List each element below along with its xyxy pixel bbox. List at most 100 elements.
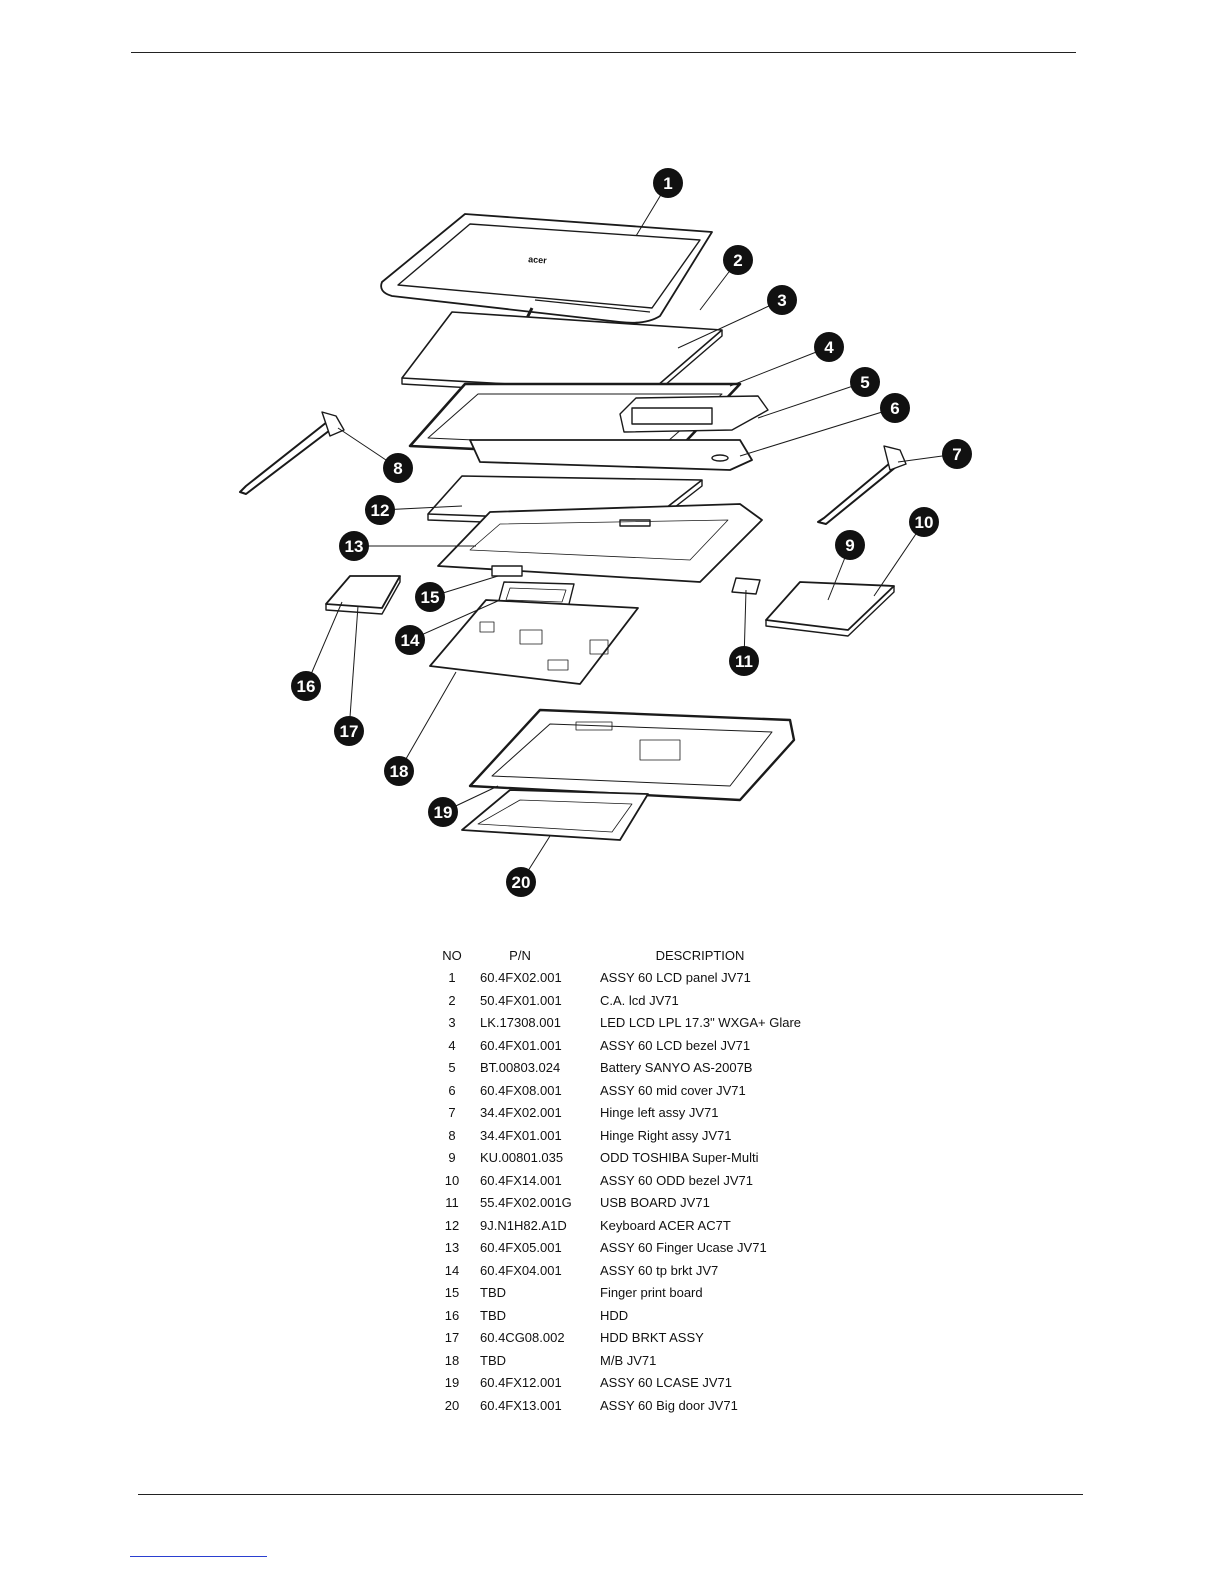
- mid-cover: [469, 439, 753, 471]
- header-description: DESCRIPTION: [655, 947, 745, 963]
- row-no: 11: [445, 1195, 459, 1211]
- svg-text:3: 3: [777, 291, 786, 310]
- row-description: ODD TOSHIBA Super-Multi: [600, 1150, 759, 1166]
- row-part-number: 60.4FX12.001: [480, 1375, 562, 1391]
- callout-18: 18: [384, 756, 414, 786]
- table-row: 10 60.4FX14.001 ASSY 60 ODD bezel JV71: [424, 1169, 816, 1192]
- callout-7: 7: [942, 439, 972, 469]
- row-part-number: TBD: [480, 1307, 506, 1323]
- callout-3: 3: [767, 285, 797, 315]
- hinge-left: [817, 445, 907, 525]
- row-part-number: 60.4FX04.001: [480, 1262, 562, 1278]
- callout-15: 15: [415, 582, 445, 612]
- svg-text:16: 16: [297, 677, 316, 696]
- row-no: 2: [448, 992, 456, 1008]
- upper-case: [437, 503, 763, 583]
- row-no: 13: [444, 1240, 460, 1256]
- lcd-panel-cover: acer: [380, 213, 713, 324]
- row-description: ASSY 60 LCASE JV71: [600, 1375, 733, 1391]
- row-description: ASSY 60 LCD bezel JV71: [600, 1037, 751, 1053]
- svg-text:6: 6: [890, 399, 899, 418]
- svg-text:7: 7: [952, 445, 961, 464]
- row-no: 19: [444, 1375, 460, 1391]
- svg-text:20: 20: [512, 873, 531, 892]
- row-no: 15: [444, 1285, 460, 1301]
- row-part-number: 60.4FX08.001: [480, 1082, 562, 1098]
- row-description: ASSY 60 Big door JV71: [600, 1397, 738, 1413]
- row-description: C.A. lcd JV71: [600, 992, 679, 1008]
- table-row: 18 TBD M/B JV71: [424, 1349, 816, 1372]
- optical-drive: [765, 581, 895, 637]
- callout-14: 14: [395, 625, 425, 655]
- battery: [619, 395, 769, 433]
- svg-text:1: 1: [663, 174, 672, 193]
- row-no: 1: [448, 970, 456, 986]
- usb-board: [731, 577, 761, 595]
- svg-text:11: 11: [735, 652, 753, 671]
- callout-9: 9: [835, 530, 865, 560]
- row-description: HDD: [600, 1307, 629, 1323]
- callout-10: 10: [909, 507, 939, 537]
- callout-markers: 1 2 3 4 5 6 7 8 9 10 11 12 13 14 15 16 1…: [291, 168, 972, 897]
- row-description: ASSY 60 ODD bezel JV71: [600, 1172, 753, 1188]
- callout-12: 12: [365, 495, 395, 525]
- svg-text:14: 14: [401, 631, 420, 650]
- row-part-number: 60.4FX14.001: [480, 1172, 562, 1188]
- callout-2: 2: [723, 245, 753, 275]
- row-part-number: TBD: [480, 1285, 506, 1301]
- row-no: 12: [444, 1217, 460, 1233]
- row-no: 20: [444, 1397, 460, 1413]
- callout-5: 5: [850, 367, 880, 397]
- callout-6: 6: [880, 393, 910, 423]
- row-no: 18: [444, 1352, 460, 1368]
- row-part-number: 9J.N1H82.A1D: [480, 1217, 567, 1233]
- big-door: [461, 789, 649, 841]
- row-part-number: 34.4FX02.001: [480, 1105, 562, 1121]
- header-rule: [131, 52, 1076, 53]
- row-description: Hinge left assy JV71: [600, 1105, 719, 1121]
- lower-case: [468, 708, 796, 802]
- callout-20: 20: [506, 867, 536, 897]
- row-part-number: TBD: [480, 1352, 506, 1368]
- svg-text:10: 10: [915, 513, 934, 532]
- table-row: 15 TBD Finger print board: [424, 1282, 816, 1305]
- header-no: NO: [442, 947, 462, 963]
- footer-rule: [138, 1494, 1083, 1495]
- row-part-number: 60.4CG08.002: [480, 1330, 565, 1346]
- row-part-number: 60.4FX02.001: [480, 970, 562, 986]
- row-description: Finger print board: [600, 1285, 703, 1301]
- table-row: 19 60.4FX12.001 ASSY 60 LCASE JV71: [424, 1372, 816, 1395]
- row-description: USB BOARD JV71: [600, 1195, 710, 1211]
- row-no: 14: [444, 1262, 460, 1278]
- row-part-number: 34.4FX01.001: [480, 1127, 562, 1143]
- row-description: ASSY 60 LCD panel JV71: [600, 970, 751, 986]
- row-description: M/B JV71: [600, 1352, 657, 1368]
- table-row: 9 KU.00801.035 ODD TOSHIBA Super-Multi: [424, 1147, 816, 1170]
- svg-text:17: 17: [340, 722, 359, 741]
- row-no: 9: [448, 1150, 456, 1166]
- callout-19: 19: [428, 797, 458, 827]
- callout-17: 17: [334, 716, 364, 746]
- row-part-number: KU.00801.035: [480, 1150, 564, 1166]
- row-no: 5: [448, 1060, 456, 1076]
- row-no: 10: [444, 1172, 460, 1188]
- row-part-number: LK.17308.001: [480, 1015, 561, 1031]
- row-part-number: BT.00803.024: [480, 1060, 561, 1076]
- row-part-number: 50.4FX01.001: [480, 992, 562, 1008]
- row-description: ASSY 60 Finger Ucase JV71: [600, 1240, 767, 1256]
- table-row: 1 60.4FX02.001 ASSY 60 LCD panel JV71: [424, 967, 816, 990]
- svg-text:2: 2: [733, 251, 742, 270]
- row-no: 17: [444, 1330, 460, 1346]
- row-description: ASSY 60 mid cover JV71: [600, 1082, 746, 1098]
- fingerprint-board: [491, 565, 523, 577]
- row-part-number: 60.4FX01.001: [480, 1037, 562, 1053]
